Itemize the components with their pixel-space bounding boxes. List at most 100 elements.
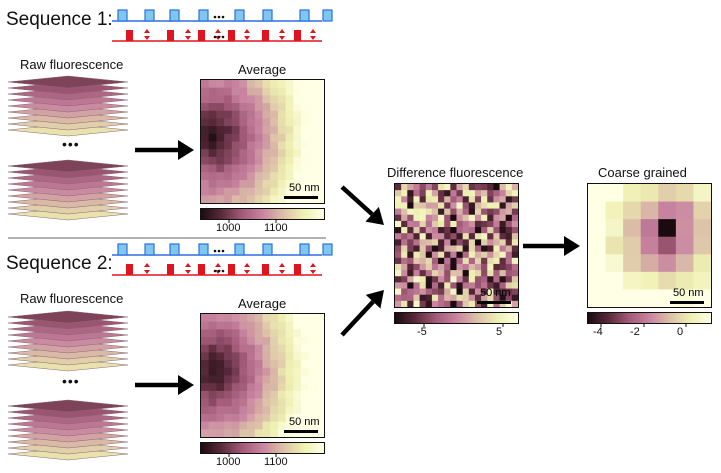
average-grid-1-cell (262, 80, 271, 89)
difference-grid-cell (431, 294, 439, 302)
difference-grid-cell (505, 220, 513, 228)
average-grid-1-cell (254, 172, 264, 181)
average-grid-1-cell (300, 141, 310, 150)
average-grid-2-cell (293, 352, 302, 361)
difference-grid-cell (407, 294, 415, 302)
difference-grid-cell (401, 196, 408, 204)
difference-grid-cell (438, 233, 445, 240)
average-heatmap-1 (200, 79, 325, 204)
difference-grid-cell (481, 251, 488, 259)
difference-grid-cell (401, 251, 408, 259)
difference-grid-cell (474, 233, 482, 240)
average-grid-2-cell (293, 337, 302, 346)
difference-grid-cell (487, 294, 494, 302)
average-grid-1-cell (231, 156, 241, 166)
difference-grid-cell (511, 239, 518, 247)
average-grid-2-cell (224, 337, 233, 346)
coarse-grid-cell (605, 271, 624, 291)
average-grid-1-cell (224, 103, 233, 112)
average-grid-2-cell (224, 383, 233, 392)
average-grid-2-cell (208, 314, 217, 323)
difference-grid-cell (481, 233, 488, 240)
difference-grid-cell (444, 196, 451, 204)
average-grid-1-cell (270, 87, 279, 96)
average-grid-2-cell (300, 383, 310, 392)
difference-grid-cell (456, 202, 464, 210)
difference-grid-cell (462, 294, 470, 302)
average-grid-2-cell (254, 429, 264, 437)
difference-fluorescence-label: Difference fluorescence (387, 165, 524, 180)
average-grid-1-cell (270, 141, 279, 150)
average-grid-2-cell (262, 375, 271, 384)
average-grid-2-cell (300, 429, 310, 437)
difference-grid-cell (450, 300, 458, 307)
average-grid-2-cell (277, 421, 287, 430)
average-grid-1-cell (231, 80, 241, 89)
difference-grid-cell (499, 233, 507, 240)
difference-grid-cell (438, 282, 445, 290)
difference-grid-cell (444, 190, 451, 197)
average-grid-2-cell (239, 314, 248, 323)
difference-grid-cell (456, 245, 464, 253)
average-grid-2-cell (239, 390, 248, 400)
average-grid-1-cell (216, 172, 225, 181)
average-grid-1-cell (201, 156, 210, 166)
average-grid-1-cell (316, 156, 324, 166)
difference-grid-cell (395, 251, 402, 259)
coarse-grid-cell (693, 271, 711, 291)
average-grid-1-cell (216, 95, 225, 104)
difference-grid-cell (505, 184, 513, 191)
average-grid-1-cell (270, 187, 279, 196)
average-grid-2-cell (239, 367, 248, 377)
coarse-grid-cell (658, 236, 677, 255)
average-grid-2-cell (216, 413, 225, 423)
sequence-1-spin-arrow (310, 29, 316, 40)
average-grid-2-cell (231, 383, 241, 392)
difference-grid-cell (511, 294, 518, 302)
sequence-2-blue-pulse (322, 243, 333, 256)
average-grid-1-cell (247, 103, 256, 112)
difference-grid-cell (456, 196, 464, 204)
coarse-grid-cell (605, 184, 624, 203)
average-grid-1-cell (247, 126, 256, 135)
average-grid-1-cell (277, 103, 287, 112)
difference-grid-cell (499, 251, 507, 259)
average-grid-2-cell (254, 390, 264, 400)
average-grid-1-cell (270, 149, 279, 158)
average-grid-2-cell (224, 360, 233, 369)
average-grid-1-cell (316, 179, 324, 189)
average-grid-2-cell (277, 429, 287, 437)
average-grid-2-cell (254, 329, 264, 338)
difference-grid-cell (401, 270, 408, 277)
difference-grid-cell (444, 257, 451, 265)
difference-grid-cell (413, 245, 421, 253)
difference-grid-cell (401, 282, 408, 290)
average-grid-1-cell (231, 126, 241, 135)
average-grid-2-cell (247, 321, 256, 330)
difference-grid-cell (438, 202, 445, 210)
sequence-2-blue-pulse (262, 243, 273, 256)
average-grid-1-cell (277, 118, 287, 127)
average-colorbar-2 (200, 442, 325, 454)
difference-grid-cell (462, 190, 470, 197)
average-grid-2-cell (201, 429, 210, 437)
difference-grid-cell (407, 239, 415, 247)
difference-grid-cell (462, 257, 470, 265)
average-grid-1-cell (308, 172, 317, 181)
average-grid-1-cell (208, 80, 217, 89)
difference-grid-cell (413, 239, 421, 247)
difference-grid-cell (450, 184, 458, 191)
sequence-1-red-pulse (294, 30, 301, 41)
difference-grid-cell (438, 300, 445, 307)
coarse-grid-cell (693, 219, 711, 238)
average-grid-1-cell (308, 133, 317, 143)
diff-tick-1: -5 (417, 326, 427, 338)
difference-grid-cell (419, 300, 427, 307)
sequence-1-ellipsis-top (217, 15, 221, 19)
difference-grid-cell (456, 214, 464, 222)
average-grid-2-cell (254, 337, 264, 346)
average-grid-2-cell (262, 352, 271, 361)
coarse-grid-cell (675, 201, 695, 220)
cb-avg1-fill-gradient (201, 209, 324, 219)
